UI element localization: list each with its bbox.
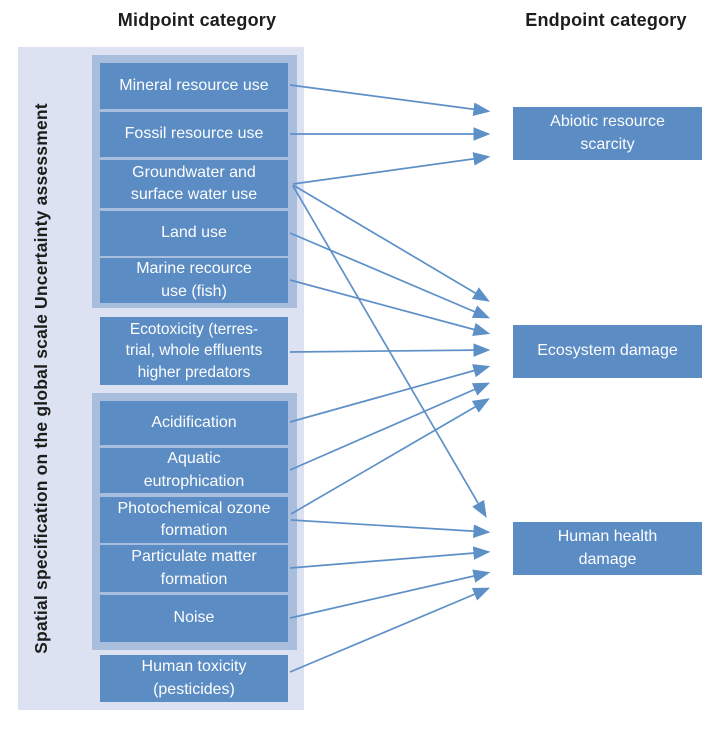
endpoint-label: Ecosystem damage xyxy=(537,342,678,360)
midpoint-column-header: Midpoint category xyxy=(117,10,277,30)
midpoint-box-acidification: Acidification xyxy=(100,401,288,445)
arrow-mineral-to-abiotic xyxy=(289,84,491,116)
midpoint-label: Acidification xyxy=(151,413,237,431)
midpoint-box-human-toxicity: Human toxicity (pesticides) xyxy=(100,655,288,702)
arrow-marine-to-ecosystem xyxy=(289,279,491,337)
arrow-ecotoxicity-to-ecosystem xyxy=(289,343,491,357)
midpoint-label: Ecotoxicity (terres- trial, whole efflue… xyxy=(125,320,263,381)
arrow-eutrophication-to-ecosystem xyxy=(289,382,491,471)
midpoint-box-fossil-resource-use: Fossil resource use xyxy=(100,112,288,157)
midpoint-box-mineral-resource-use: Mineral resource use xyxy=(100,63,288,109)
midpoint-box-marine-resource-use: Marine recource use (fish) xyxy=(100,258,288,303)
midpoint-label: Particulate matter formation xyxy=(131,548,257,588)
arrow-noise-to-human-health xyxy=(289,569,491,619)
midpoint-box-groundwater-surface-water-use: Groundwater and surface water use xyxy=(100,160,288,208)
arrow-groundwater-to-ecosystem xyxy=(292,184,490,302)
endpoint-label: Human health damage xyxy=(557,528,658,568)
endpoint-column-header: Endpoint category xyxy=(525,10,687,30)
midpoint-box-particulate-matter-formation: Particulate matter formation xyxy=(100,545,288,592)
vertical-axis-label: Spatial specification on the global scal… xyxy=(30,103,51,654)
arrow-acidification-to-ecosystem xyxy=(289,364,491,423)
midpoint-box-noise: Noise xyxy=(100,595,288,642)
arrow-land-use-to-ecosystem xyxy=(289,232,491,319)
midpoint-label: Human toxicity (pesticides) xyxy=(141,658,247,698)
arrow-ozone-to-ecosystem xyxy=(290,398,490,515)
midpoint-box-ecotoxicity: Ecotoxicity (terres- trial, whole efflue… xyxy=(100,317,288,385)
endpoint-box-abiotic-resource-scarcity: Abiotic resource scarcity xyxy=(513,107,702,160)
arrow-particulate-to-human-health xyxy=(289,546,491,569)
midpoint-box-photochemical-ozone-formation: Photochemical ozone formation xyxy=(100,497,288,543)
endpoint-label: Abiotic resource scarcity xyxy=(550,113,665,153)
endpoint-box-ecosystem-damage: Ecosystem damage xyxy=(513,325,702,378)
endpoint-box-human-health-damage: Human health damage xyxy=(513,522,702,575)
midpoint-label: Photochemical ozone formation xyxy=(117,499,271,539)
arrow-ozone-to-human-health xyxy=(290,519,491,538)
midpoint-label: Groundwater and surface water use xyxy=(130,163,258,203)
arrow-groundwater-to-abiotic xyxy=(292,152,491,185)
midpoint-label: Mineral resource use xyxy=(119,76,269,94)
midpoint-label: Noise xyxy=(173,609,215,627)
midpoint-box-aquatic-eutrophication: Aquatic eutrophication xyxy=(100,448,288,493)
side-label-wrapper: Spatial specification on the global scal… xyxy=(18,47,64,710)
arrow-human-toxicity-to-human-health xyxy=(289,587,491,673)
midpoint-label: Aquatic eutrophication xyxy=(143,450,245,490)
midpoint-label: Fossil resource use xyxy=(124,125,264,143)
arrow-groundwater-to-human-health xyxy=(292,185,487,518)
midpoint-label: Land use xyxy=(161,224,227,242)
midpoint-box-land-use: Land use xyxy=(100,211,288,256)
midpoint-label: Marine recource use (fish) xyxy=(136,260,252,300)
